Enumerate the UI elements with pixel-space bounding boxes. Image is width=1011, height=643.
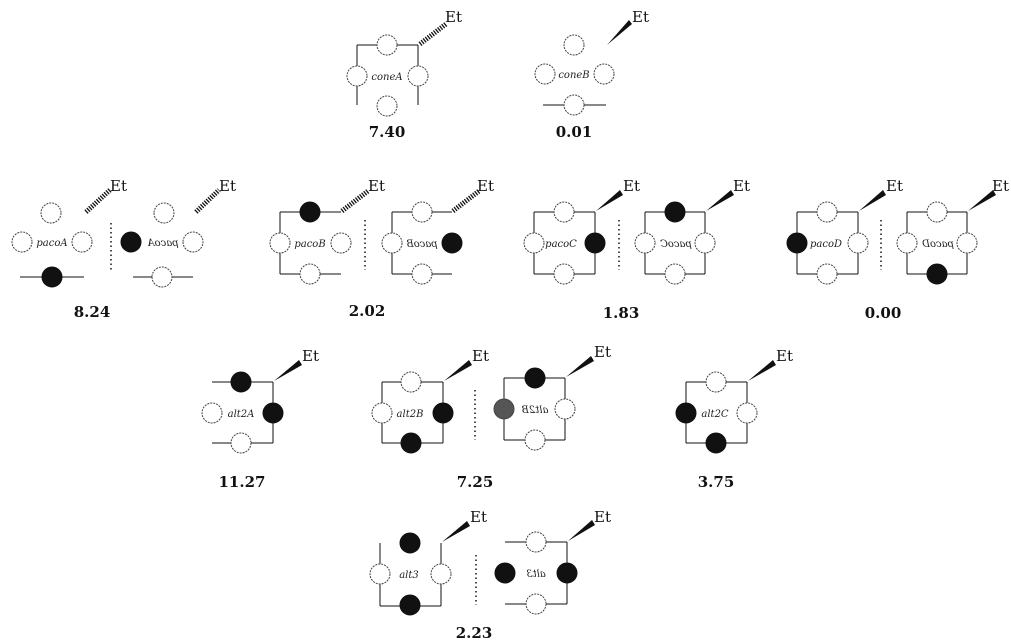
energy-value: 3.75	[698, 473, 735, 491]
conformer-name-mirrored: pacoC	[660, 239, 692, 250]
conformer-name: alt2B	[397, 409, 424, 420]
conformer-name-mirrored: pacoB	[406, 239, 437, 250]
et-label: Et	[594, 343, 611, 361]
conformer-coneB: Et coneB 0.01	[534, 8, 649, 141]
et-label: Et	[368, 177, 385, 195]
conformer-alt2A: Et alt2A 11.27	[201, 347, 319, 491]
hashed-wedge	[451, 189, 481, 213]
conformer-name: pacoC	[545, 239, 577, 250]
et-label: Et	[992, 177, 1009, 195]
conformer-name: pacoB	[294, 239, 325, 250]
conformer-pacoC: Et pacoC pacoC Et 1.83	[523, 177, 750, 322]
et-label: Et	[776, 347, 793, 365]
conformer-name: alt2A	[228, 409, 255, 420]
solid-wedge	[444, 360, 472, 381]
mirror-label: pacoD	[922, 239, 954, 250]
solid-wedge	[596, 190, 623, 211]
energy-value: 0.01	[556, 123, 593, 141]
conformer-name-mirrored: pacoA	[147, 238, 178, 249]
mirror-label: alt3	[526, 569, 546, 580]
hashed-wedge	[418, 22, 448, 46]
energy-value: 0.00	[865, 304, 902, 322]
mirror-image: pacoA	[120, 202, 204, 288]
conformer-name: alt2C	[701, 409, 729, 420]
conformer-coneA: Et coneA 7.40	[346, 8, 462, 141]
solid-wedge	[706, 190, 734, 211]
solid-wedge	[566, 356, 594, 377]
et-label: Et	[632, 8, 649, 26]
et-label: Et	[219, 177, 236, 195]
et-label: Et	[733, 177, 750, 195]
conformer-name: pacoA	[36, 238, 67, 249]
conformer-pacoB: Et pacoB pacoB Et 2.02	[269, 177, 494, 320]
et-label: Et	[445, 8, 462, 26]
energy-value: 1.83	[603, 304, 640, 322]
energy-value: 2.23	[456, 624, 493, 642]
conformer-pacoA: Et pacoA pacoA Et 8.24	[11, 177, 236, 321]
energy-value: 11.27	[219, 473, 266, 491]
conformer-alt3: Et alt3 alt3 Et 2.23	[369, 508, 611, 642]
solid-wedge	[607, 20, 632, 45]
et-label: Et	[886, 177, 903, 195]
conformer-name: pacoD	[810, 239, 842, 250]
conformer-name: alt3	[399, 570, 419, 581]
solid-wedge	[568, 520, 595, 541]
conformer-name-mirrored: alt3	[526, 569, 546, 580]
solid-wedge	[859, 190, 886, 211]
et-label: Et	[623, 177, 640, 195]
conformer-name-mirrored: pacoD	[922, 239, 954, 250]
conformer-alt2C: Et alt2C 3.75	[675, 347, 793, 491]
et-label: Et	[470, 508, 487, 526]
conformer-alt2B: Et alt2B alt2B Et 7.25	[371, 343, 611, 491]
et-label: Et	[477, 177, 494, 195]
conformer-name: coneB	[558, 70, 589, 81]
hashed-wedge	[194, 188, 221, 214]
conformer-name: coneA	[371, 72, 402, 83]
solid-wedge	[968, 190, 996, 211]
conformer-pacoD: Et pacoD pacoD Et 0.00	[786, 177, 1009, 322]
solid-wedge	[442, 521, 470, 542]
hashed-wedge	[340, 189, 370, 213]
solid-wedge	[274, 360, 302, 381]
mirror-label: pacoC	[660, 239, 692, 250]
energy-value: 7.25	[457, 473, 494, 491]
et-label: Et	[594, 508, 611, 526]
energy-value: 7.40	[369, 123, 406, 141]
energy-value: 2.02	[349, 302, 386, 320]
conformer-name-mirrored: alt2B	[522, 405, 549, 416]
et-label: Et	[302, 347, 319, 365]
et-label: Et	[110, 177, 127, 195]
mirror-label: pacoB	[406, 239, 437, 250]
et-label: Et	[472, 347, 489, 365]
energy-value: 8.24	[74, 303, 111, 321]
hashed-wedge	[84, 188, 112, 214]
solid-wedge	[748, 360, 776, 381]
mirror-label: alt2B	[522, 405, 549, 416]
